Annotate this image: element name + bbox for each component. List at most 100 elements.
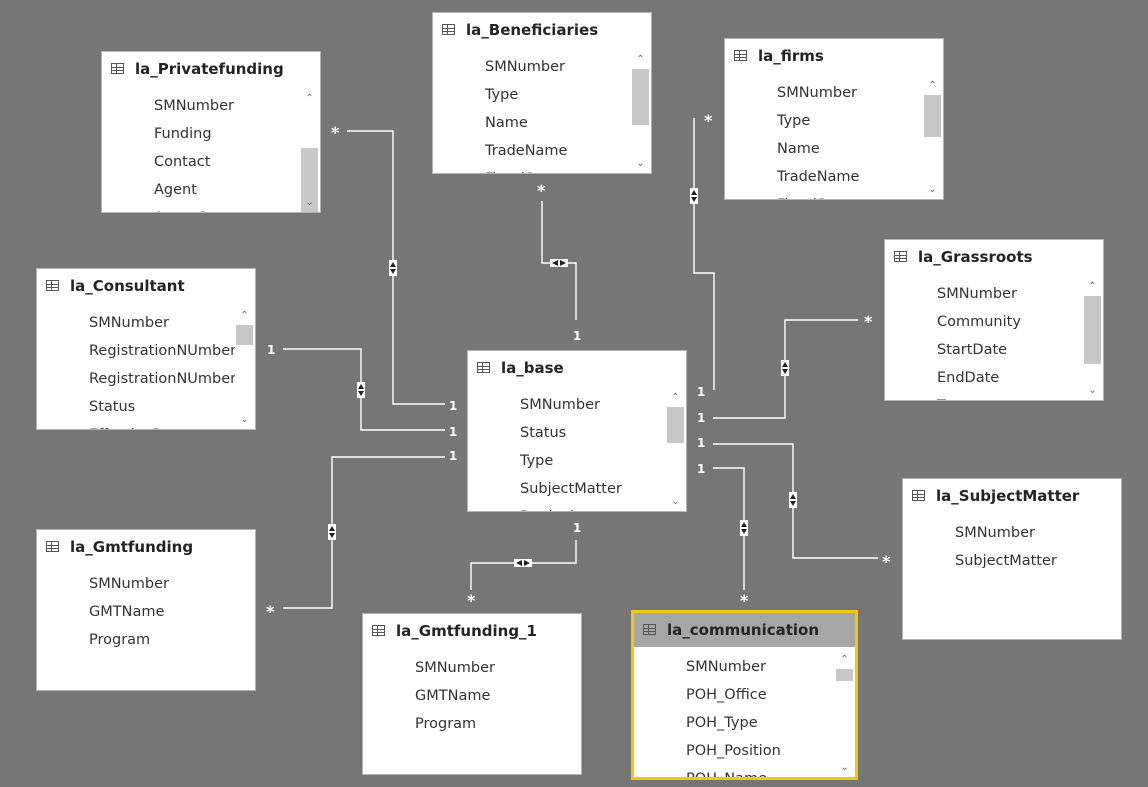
- scroll-thumb[interactable]: [1084, 296, 1101, 364]
- chevron-down-icon[interactable]: ⌄: [636, 158, 645, 169]
- relationship-privatefunding-base[interactable]: *1: [331, 123, 457, 413]
- field-item[interactable]: POH_Type: [686, 715, 758, 731]
- chevron-up-icon[interactable]: ⌃: [240, 310, 249, 321]
- relationship-consultant-base[interactable]: 11: [267, 343, 457, 439]
- chevron-up-icon[interactable]: ⌃: [840, 654, 849, 665]
- field-item[interactable]: TradeName: [485, 143, 568, 159]
- vertical-scrollbar[interactable]: ⌃⌄: [923, 79, 942, 197]
- vertical-scrollbar[interactable]: ⌃⌄: [666, 391, 685, 509]
- field-item[interactable]: SMNumber: [955, 525, 1035, 541]
- table-card-firms[interactable]: la_firmsSMNumberTypeNameTradeNameFiscalS…: [724, 38, 944, 200]
- table-header[interactable]: la_Gmtfunding: [37, 530, 255, 564]
- scroll-thumb[interactable]: [632, 69, 649, 125]
- field-item[interactable]: GMTName: [415, 688, 491, 704]
- field-item[interactable]: RegistrationNUmber: [89, 343, 235, 359]
- field-item[interactable]: Status: [520, 425, 567, 441]
- field-item[interactable]: GMTName: [89, 604, 165, 620]
- vertical-scrollbar[interactable]: ⌃⌄: [235, 309, 254, 427]
- relationship-line[interactable]: [693, 118, 715, 390]
- scroll-thumb[interactable]: [301, 148, 318, 212]
- relationship-line[interactable]: [713, 467, 745, 590]
- vertical-scrollbar[interactable]: ⌃⌄: [835, 653, 854, 775]
- chevron-up-icon[interactable]: ⌃: [671, 392, 680, 403]
- vertical-scrollbar[interactable]: ⌃⌄: [1083, 280, 1102, 398]
- field-item[interactable]: SubjectMatter: [520, 481, 622, 497]
- scroll-thumb[interactable]: [836, 669, 853, 681]
- table-header[interactable]: la_Consultant: [37, 269, 255, 303]
- field-item[interactable]: Status: [89, 399, 136, 415]
- scroll-thumb[interactable]: [667, 407, 684, 443]
- field-item[interactable]: TradeName: [777, 169, 860, 185]
- vertical-scrollbar[interactable]: ⌃⌄: [300, 92, 319, 212]
- field-item[interactable]: Agent: [154, 182, 197, 198]
- field-item[interactable]: EndDate: [937, 370, 1000, 386]
- relationship-gmtfunding-base[interactable]: *1: [266, 449, 457, 621]
- chevron-down-icon[interactable]: ⌄: [671, 496, 680, 507]
- field-item[interactable]: SMNumber: [154, 98, 234, 114]
- table-header[interactable]: la_Beneficiaries: [433, 13, 651, 47]
- field-item[interactable]: Funding: [154, 126, 212, 142]
- field-item[interactable]: Type: [485, 87, 519, 103]
- table-header[interactable]: la_base: [468, 351, 686, 385]
- field-item[interactable]: SMNumber: [686, 659, 766, 675]
- chevron-down-icon[interactable]: ⌄: [1088, 385, 1097, 396]
- field-item[interactable]: AgentContact: [102, 204, 300, 212]
- table-card-base[interactable]: la_baseSMNumberStatusTypeSubjectMatterPa…: [467, 350, 687, 512]
- chevron-down-icon[interactable]: ⌄: [240, 414, 249, 425]
- relationship-firms-base[interactable]: *1: [690, 111, 715, 399]
- table-header[interactable]: la_communication: [634, 613, 855, 647]
- field-item[interactable]: Name: [485, 115, 528, 131]
- table-header[interactable]: la_Privatefunding: [102, 52, 320, 86]
- table-header[interactable]: la_SubjectMatter: [903, 479, 1121, 513]
- field-item[interactable]: Program: [415, 716, 477, 732]
- field-item[interactable]: Contact: [154, 154, 211, 170]
- field-item[interactable]: SMNumber: [89, 315, 169, 331]
- field-item[interactable]: POH_Position: [686, 743, 781, 759]
- field-item[interactable]: POH_Office: [686, 687, 767, 703]
- chevron-down-icon[interactable]: ⌄: [928, 184, 937, 195]
- chevron-down-icon[interactable]: ⌄: [305, 197, 314, 208]
- chevron-up-icon[interactable]: ⌃: [928, 80, 937, 91]
- field-item[interactable]: Target: [885, 392, 1083, 400]
- table-header[interactable]: la_Grassroots: [885, 240, 1103, 274]
- field-item[interactable]: SMNumber: [89, 576, 169, 592]
- relationship-communication-base[interactable]: *1: [697, 462, 749, 610]
- field-item[interactable]: FiscalStatus: [433, 165, 631, 173]
- relationship-subjectmatter-base[interactable]: *1: [697, 436, 891, 571]
- relationship-beneficiaries-base[interactable]: *1: [537, 181, 581, 343]
- field-item[interactable]: SubjectMatter: [955, 553, 1057, 569]
- field-item[interactable]: Name: [777, 141, 820, 157]
- field-item[interactable]: SMNumber: [415, 660, 495, 676]
- scroll-thumb[interactable]: [924, 95, 941, 137]
- field-item[interactable]: Community: [937, 314, 1021, 330]
- relationship-gmtfunding_1-base[interactable]: *1: [467, 521, 581, 610]
- relationship-grassroots-base[interactable]: *1: [697, 312, 873, 425]
- vertical-scrollbar[interactable]: ⌃⌄: [631, 53, 650, 171]
- table-header[interactable]: la_firms: [725, 39, 943, 73]
- chevron-up-icon[interactable]: ⌃: [305, 93, 314, 104]
- field-item[interactable]: StartDate: [937, 342, 1008, 358]
- field-item[interactable]: FiscalStatus: [725, 191, 923, 199]
- field-item[interactable]: Type: [520, 453, 554, 469]
- field-item[interactable]: RegistrationNUmber: [89, 371, 235, 387]
- chevron-up-icon[interactable]: ⌃: [1088, 281, 1097, 292]
- field-item[interactable]: SMNumber: [777, 85, 857, 101]
- field-item[interactable]: Particulars: [468, 503, 666, 511]
- field-item[interactable]: SMNumber: [485, 59, 565, 75]
- field-item[interactable]: SMNumber: [937, 286, 1017, 302]
- field-item[interactable]: Type: [777, 113, 811, 129]
- scroll-thumb[interactable]: [236, 325, 253, 345]
- field-item[interactable]: Program: [89, 632, 151, 648]
- field-item[interactable]: POH_Name: [686, 771, 768, 780]
- chevron-up-icon[interactable]: ⌃: [636, 54, 645, 65]
- field-item[interactable]: EffectiveDate: [37, 421, 235, 429]
- table-header[interactable]: la_Gmtfunding_1: [363, 614, 581, 648]
